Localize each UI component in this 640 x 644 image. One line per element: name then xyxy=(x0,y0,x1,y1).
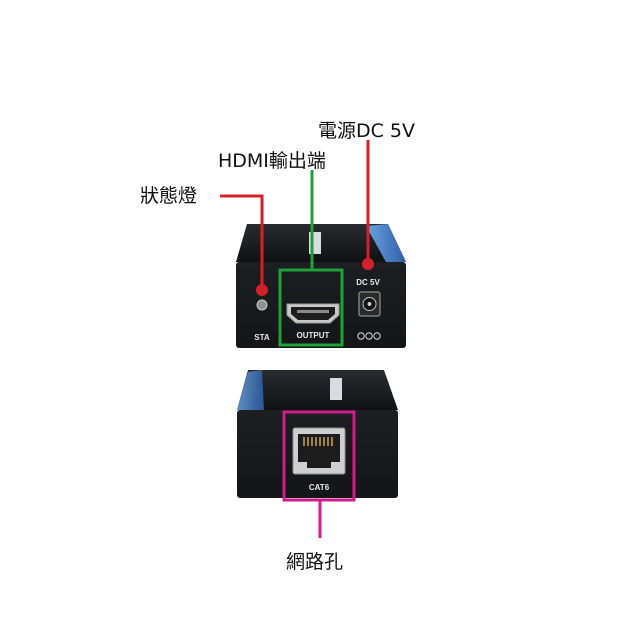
receiver-accent-strip xyxy=(366,224,406,262)
cat6-marking: CAT6 xyxy=(309,483,330,492)
dc-jack-icon xyxy=(358,291,381,317)
receiver-unit: STA OUTPUT DC 5V xyxy=(220,140,406,348)
output-marking: OUTPUT xyxy=(297,331,330,340)
power-callout-label: 電源DC 5V xyxy=(318,120,416,142)
led-icon xyxy=(256,299,268,311)
led-callout-line xyxy=(220,194,264,290)
transmitter-accent-strip xyxy=(237,370,264,410)
transmitter-top xyxy=(237,370,398,410)
transmitter-unit: CAT6 xyxy=(237,370,398,538)
rj45-port-icon xyxy=(292,427,346,475)
status-led-callout-label: 狀態燈 xyxy=(140,185,198,207)
led-callout-dot xyxy=(256,284,268,296)
network-port-callout-label: 網路孔 xyxy=(286,551,344,573)
hdmi-port-icon xyxy=(286,303,340,324)
transmitter-sticker xyxy=(330,378,342,400)
sta-marking: STA xyxy=(254,333,270,342)
dc-marking: DC 5V xyxy=(356,278,380,287)
hdmi-callout-label: HDMI輸出端 xyxy=(218,150,326,172)
power-callout-dot xyxy=(362,258,374,270)
polarity-icon xyxy=(357,332,381,340)
